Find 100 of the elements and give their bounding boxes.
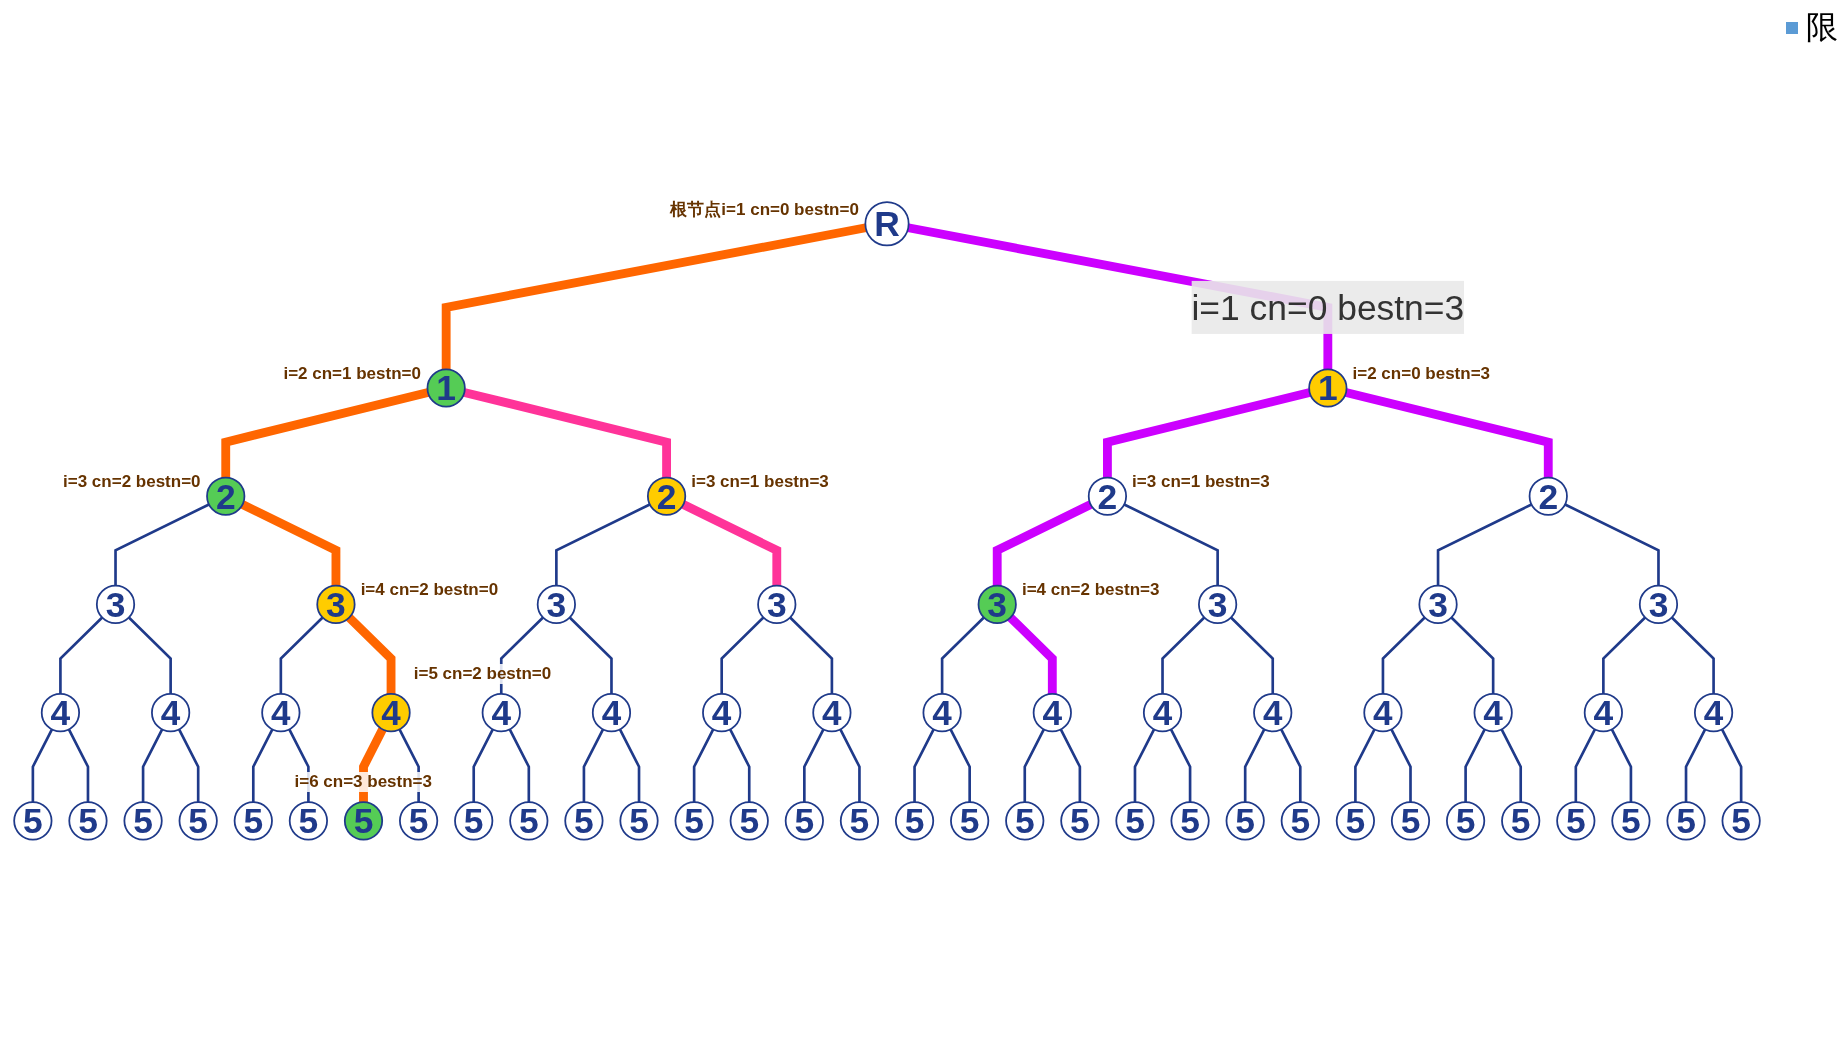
node-circle: 5 — [1721, 801, 1761, 841]
connector — [681, 500, 782, 586]
node-circle: 4 — [261, 692, 301, 732]
node-circle: 5 — [564, 801, 604, 841]
connector — [240, 500, 341, 586]
node-circle: 5 — [1446, 801, 1486, 841]
connector — [789, 616, 834, 694]
connector — [508, 728, 531, 802]
node-circle: 5 — [454, 801, 494, 841]
node-circle: 4 — [1694, 692, 1734, 732]
node-circle: 5 — [950, 801, 990, 841]
node-circle: 3 — [757, 584, 797, 624]
connector — [1169, 728, 1192, 802]
connector — [1450, 616, 1495, 694]
connector — [221, 387, 430, 478]
connector — [582, 728, 605, 802]
connector — [1059, 728, 1082, 802]
node-circle: 5 — [1280, 801, 1320, 841]
connector — [1381, 616, 1426, 694]
node-circle: 2 — [1528, 476, 1568, 516]
node-circle: 5 — [288, 801, 328, 841]
connector — [59, 616, 104, 694]
node-circle: 5 — [178, 801, 218, 841]
node-circle: 5 — [839, 801, 880, 841]
connector — [1720, 728, 1743, 802]
connector — [1103, 387, 1311, 478]
node-circle: 3 — [536, 584, 576, 624]
node-annotation: 根节点i=1 cn=0 bestn=0 — [668, 197, 861, 221]
node-circle: 3 — [95, 584, 136, 624]
connector — [913, 728, 935, 802]
node-circle: 5 — [1225, 801, 1265, 841]
node-circle: 5 — [784, 801, 824, 841]
node-circle: 5 — [343, 801, 384, 841]
connector — [472, 728, 494, 802]
connector — [1436, 502, 1533, 586]
connector — [1344, 387, 1553, 478]
node-circle: R — [864, 200, 910, 246]
node-circle: 4 — [481, 692, 521, 732]
label-text: 限 — [1806, 7, 1838, 48]
node-circle: 5 — [123, 801, 163, 841]
node-circle: 5 — [729, 801, 769, 841]
node-circle: 5 — [1115, 801, 1155, 841]
node-annotation: i=5 cn=2 bestn=0 — [411, 663, 554, 684]
connector — [1574, 728, 1597, 802]
node-circle: 4 — [702, 692, 742, 732]
node-circle: 5 — [894, 801, 935, 841]
connector — [1390, 728, 1412, 802]
connector — [1684, 728, 1707, 802]
node-circle: 5 — [13, 801, 53, 841]
node-circle: 5 — [1335, 801, 1375, 841]
connector — [463, 387, 671, 478]
connector — [1123, 502, 1219, 586]
node-circle: 5 — [674, 801, 714, 841]
node-circle: 5 — [619, 801, 659, 841]
connector — [992, 500, 1093, 586]
node-circle: 4 — [812, 692, 852, 732]
connector — [692, 728, 715, 802]
connector — [1007, 614, 1057, 694]
node-circle: 5 — [1060, 801, 1100, 841]
node-circle: 5 — [509, 801, 549, 841]
node-circle: 2 — [647, 476, 687, 516]
node-circle: 5 — [1611, 801, 1651, 841]
connector — [141, 728, 164, 802]
connector — [839, 728, 861, 802]
connector — [1230, 616, 1275, 694]
connector — [803, 728, 825, 802]
connector — [1243, 728, 1266, 802]
connector — [729, 728, 751, 802]
node-circle: 1 — [1308, 368, 1348, 408]
node-circle: 1 — [426, 368, 466, 408]
node-circle: 5 — [1390, 801, 1431, 841]
node-circle: 5 — [399, 801, 439, 841]
node-circle: 4 — [1032, 692, 1072, 732]
connector — [1610, 728, 1633, 802]
connector — [177, 728, 200, 802]
node-circle: 2 — [206, 476, 246, 516]
node-circle: 4 — [151, 692, 191, 732]
connector — [114, 502, 210, 586]
connector — [1564, 502, 1660, 586]
node-circle: 5 — [1666, 801, 1706, 841]
node-circle: 3 — [1418, 584, 1458, 624]
connector — [618, 728, 641, 802]
connector — [568, 616, 613, 694]
node-circle: 4 — [591, 692, 632, 732]
connector — [949, 728, 971, 802]
connector — [31, 728, 54, 802]
connector — [720, 616, 765, 694]
node-circle: 3 — [977, 584, 1017, 624]
connector — [1161, 616, 1206, 694]
node-circle: 5 — [1501, 801, 1541, 841]
node-circle: 4 — [922, 692, 962, 732]
connector — [1354, 728, 1376, 802]
node-circle: 5 — [1005, 801, 1045, 841]
connector — [251, 728, 274, 802]
node-circle: 4 — [1363, 692, 1403, 732]
node-circle: 4 — [371, 692, 411, 732]
edge-label: i=1 cn=0 bestn=3 — [1191, 287, 1465, 327]
node-circle: 4 — [40, 692, 80, 732]
connector — [1670, 616, 1715, 694]
connector — [1133, 728, 1156, 802]
